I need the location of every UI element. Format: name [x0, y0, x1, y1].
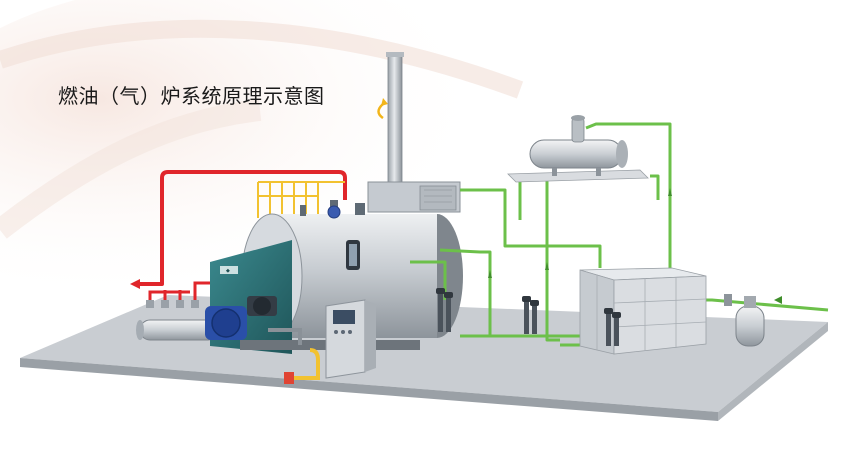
- fuel-line: [290, 348, 320, 380]
- burner: [205, 296, 302, 345]
- railing: [257, 181, 345, 218]
- chimney: [367, 52, 461, 213]
- pumps: [436, 288, 621, 346]
- steam-arrow-icon: [377, 98, 388, 120]
- control-cabinet: [325, 299, 376, 379]
- flow-arrow-icon: [488, 188, 782, 304]
- hot-pipe-loop: [140, 170, 347, 286]
- svg-text:◆: ◆: [226, 268, 230, 274]
- water-tank: [579, 267, 707, 355]
- distribution-header: [136, 281, 219, 341]
- diagram-title: 燃油（气）炉系统原理示意图: [58, 84, 325, 108]
- deaerator: [507, 115, 649, 183]
- softener-tank: [724, 294, 765, 347]
- flow-arrow-icon: [130, 279, 140, 289]
- fuel-valve: [284, 372, 294, 384]
